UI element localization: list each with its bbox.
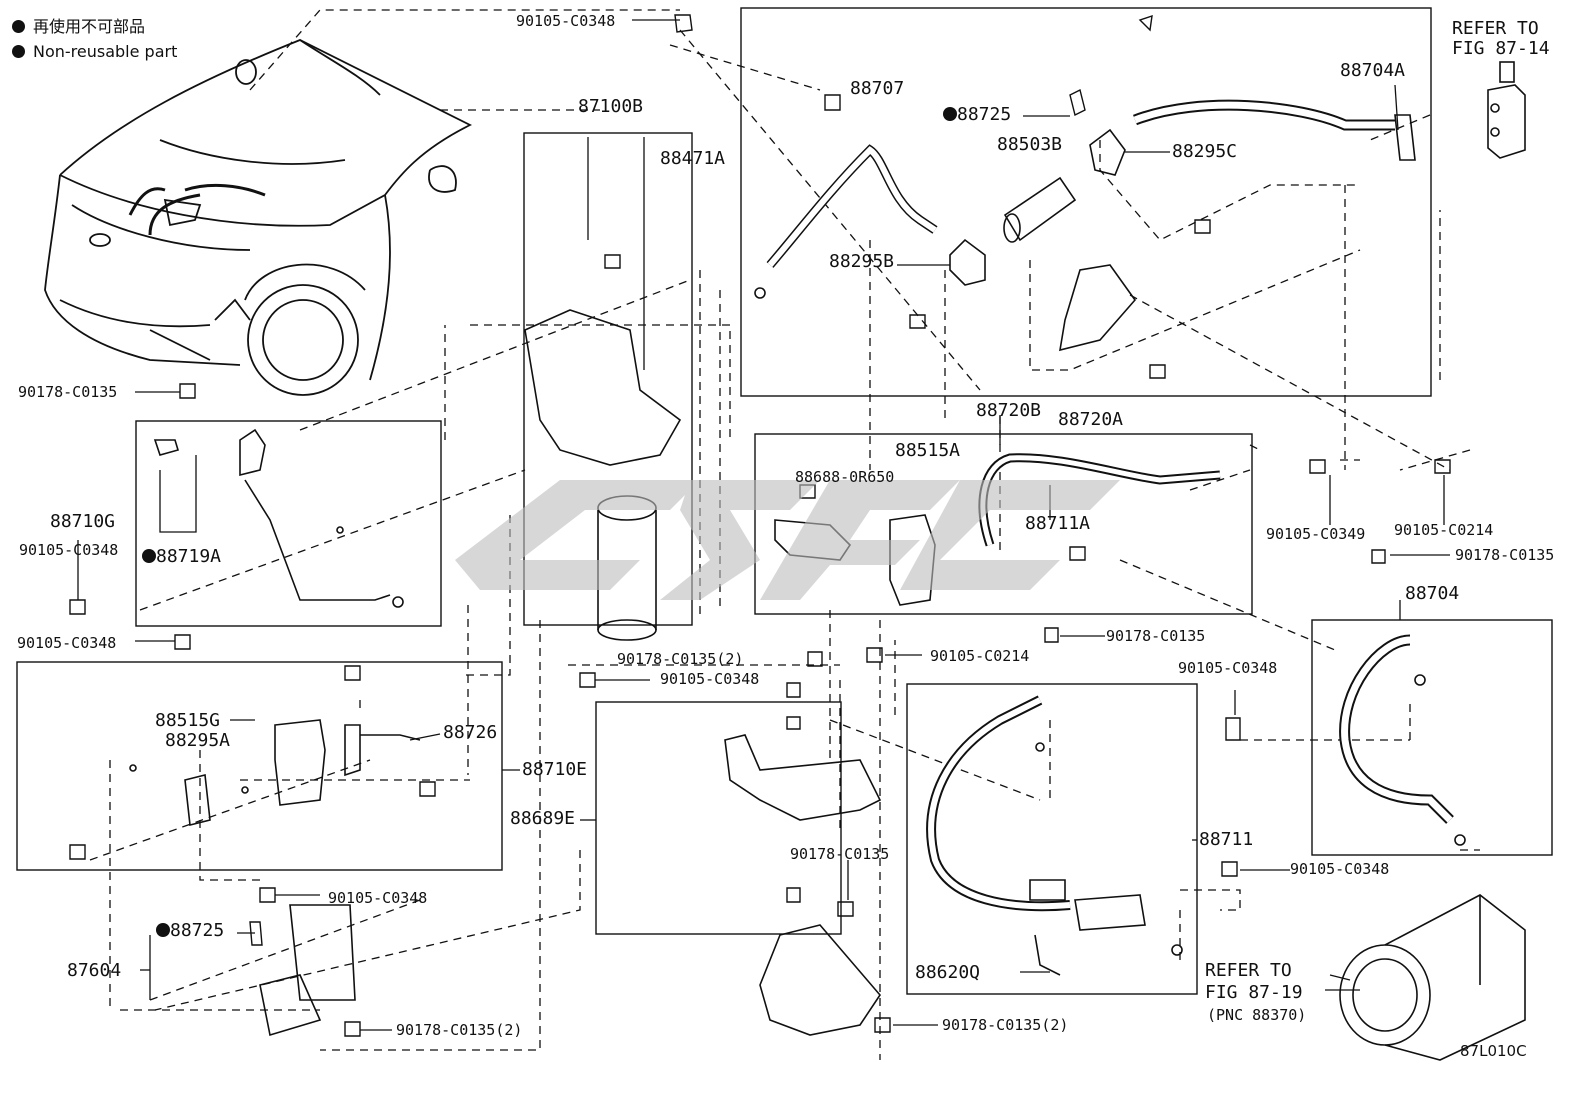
watermark-logo	[455, 480, 1120, 600]
leader-lines	[89, 9, 1480, 1060]
frame-88720b	[754, 433, 1253, 615]
legend-row-en: Non-reusable part	[12, 39, 177, 64]
frame-88689e	[595, 701, 842, 935]
bullet-icon	[12, 45, 25, 58]
non-reusable-icon	[142, 549, 156, 563]
part-label[interactable]: 90105-C0348	[1178, 659, 1278, 677]
part-label[interactable]: 88711A	[1025, 513, 1091, 534]
part-label[interactable]: 90105-C0214	[930, 647, 1030, 665]
part-label[interactable]: 87604	[67, 960, 122, 981]
part-label[interactable]: 88720B	[976, 400, 1042, 421]
part-label[interactable]: 90105-C0348	[1290, 860, 1390, 878]
part-label[interactable]: 88515A	[895, 440, 961, 461]
leader-solid	[77, 19, 1450, 1031]
figure-code: 87L010C	[1460, 1042, 1527, 1060]
part-label[interactable]: 88710G	[50, 511, 116, 532]
part-label-non-reusable[interactable]: 88719A	[142, 548, 221, 566]
part-label[interactable]: 90178-C0135	[1455, 546, 1555, 564]
part-label-non-reusable[interactable]: 88725	[156, 922, 224, 940]
part-label[interactable]: 90178-C0135(2)	[617, 650, 744, 668]
part-label[interactable]: 88707	[850, 78, 905, 99]
part-label[interactable]: 88711	[1199, 829, 1254, 850]
part-label[interactable]: 88471A	[660, 148, 726, 169]
part-label[interactable]: 90105-C0348	[516, 12, 616, 30]
legend-jp-text: 再使用不可部品	[33, 17, 146, 36]
part-label[interactable]: 88503B	[997, 134, 1063, 155]
non-reusable-icon	[943, 107, 957, 121]
part-label[interactable]: 88515G	[155, 710, 221, 731]
refer-label[interactable]: FIG 87-14	[1452, 38, 1550, 59]
part-label[interactable]: 90178-C0135	[18, 383, 118, 401]
part-label[interactable]: 88295A	[165, 730, 231, 751]
part-label[interactable]: 90105-C0348	[328, 889, 428, 907]
part-label[interactable]: 90178-C0135	[1106, 627, 1206, 645]
part-label[interactable]: 90178-C0135(2)	[396, 1021, 523, 1039]
component-shapes	[129, 61, 1526, 1061]
frame-88711	[906, 683, 1198, 995]
part-label[interactable]: 87100B	[578, 96, 644, 117]
part-label[interactable]: 88726	[443, 722, 498, 743]
non-reusable-icon	[156, 923, 170, 937]
frame-88710e	[16, 661, 503, 871]
frame-87100b	[523, 132, 693, 626]
part-label[interactable]: 88688-0R650	[795, 468, 895, 486]
part-label[interactable]: 90105-C0214	[1394, 521, 1494, 539]
fasteners	[69, 14, 1451, 1037]
part-label[interactable]: 88295B	[829, 251, 895, 272]
part-label[interactable]: 90178-C0135(2)	[942, 1016, 1069, 1034]
part-label[interactable]: 90178-C0135	[790, 845, 890, 863]
part-label[interactable]: 88295C	[1172, 141, 1238, 162]
part-label[interactable]: 90105-C0348	[660, 670, 760, 688]
part-label[interactable]: 88710E	[522, 759, 588, 780]
part-label[interactable]: 88689E	[510, 808, 576, 829]
part-label[interactable]: 90105-C0349	[1266, 525, 1366, 543]
legend-en-text: Non-reusable part	[33, 42, 178, 61]
part-label-non-reusable[interactable]: 88725	[943, 106, 1011, 124]
part-label[interactable]: 88704A	[1340, 60, 1406, 81]
part-label[interactable]: 90105-C0348	[19, 541, 119, 559]
part-label[interactable]: 88720A	[1058, 409, 1124, 430]
part-label[interactable]: 88704	[1405, 583, 1460, 604]
refer-label[interactable]: REFER TO	[1205, 960, 1292, 981]
frame-upper-right	[740, 7, 1432, 397]
part-label[interactable]: 88620Q	[915, 962, 981, 983]
legend: 再使用不可部品 Non-reusable part	[12, 14, 177, 64]
vehicle-outline	[44, 39, 473, 396]
legend-row-jp: 再使用不可部品	[12, 14, 177, 39]
part-label[interactable]: 90105-C0348	[17, 634, 117, 652]
frame-88704	[1311, 619, 1553, 856]
bullet-icon	[12, 20, 25, 33]
refer-label[interactable]: (PNC 88370)	[1207, 1006, 1307, 1024]
refer-label[interactable]: REFER TO	[1452, 18, 1539, 39]
frame-88710g	[135, 420, 442, 627]
refer-label[interactable]: FIG 87-19	[1205, 982, 1303, 1003]
